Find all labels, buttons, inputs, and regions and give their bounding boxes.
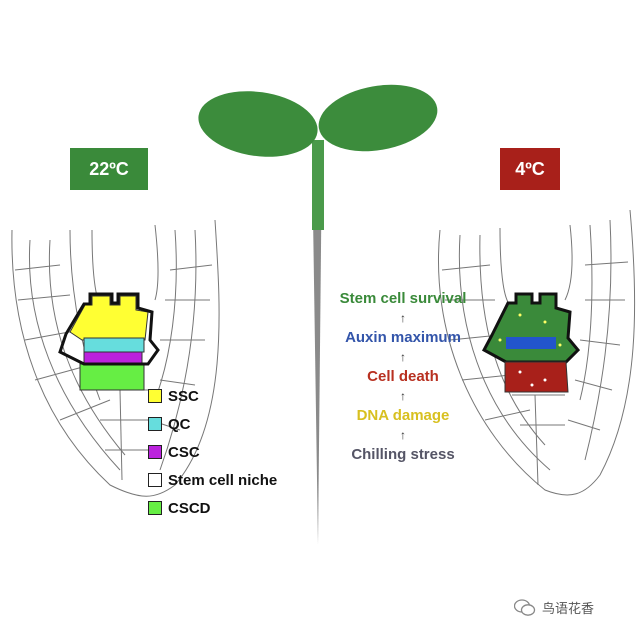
up-arrow-icon: ↑ xyxy=(400,350,406,364)
niche-dot xyxy=(518,313,522,317)
cascade-step-cell-death: Cell death xyxy=(367,368,439,385)
legend-item-stem-cell-niche: Stem cell niche xyxy=(148,468,277,492)
legend-label: QC xyxy=(168,415,191,433)
up-arrow-icon: ↑ xyxy=(400,311,406,325)
cascade-step-stem-cell-survival: Stem cell survival xyxy=(339,290,467,307)
niche-green-region xyxy=(481,292,581,364)
qc-region xyxy=(83,337,145,353)
legend-label: CSC xyxy=(168,443,200,461)
legend-swatch xyxy=(148,445,162,459)
legend-swatch xyxy=(148,501,162,515)
seedling xyxy=(198,84,438,545)
cascade-step-auxin-maximum: Auxin maximum xyxy=(345,329,461,346)
temperature-badge-4c: 4ºC xyxy=(500,148,560,190)
temperature-badge-22c: 22ºC xyxy=(70,148,148,190)
cotyledon-right xyxy=(318,84,438,152)
legend-swatch xyxy=(148,417,162,431)
niche-outline xyxy=(58,292,160,366)
up-arrow-icon: ↑ xyxy=(400,428,406,442)
ssc-region xyxy=(69,295,149,341)
legend-label: Stem cell niche xyxy=(168,471,278,489)
legend-item-ssc: SSC xyxy=(148,384,277,408)
dead-cell-dot xyxy=(530,383,534,387)
root-tip-4c xyxy=(437,209,636,496)
seedling-stem xyxy=(312,150,322,545)
up-arrow-icon: ↑ xyxy=(400,389,406,403)
niche-dot xyxy=(543,320,547,324)
stem-cell-niche-4c xyxy=(481,292,581,393)
stem-cell-niche-22c xyxy=(58,292,160,391)
auxin-maximum-mark xyxy=(506,337,556,349)
response-cascade: Stem cell survival ↑ Auxin maximum ↑ Cel… xyxy=(318,288,488,466)
legend-item-qc: QC xyxy=(148,412,277,436)
wechat-icon xyxy=(514,598,536,616)
legend-swatch xyxy=(148,473,162,487)
legend-item-csc: CSC xyxy=(148,440,277,464)
seedling-hypocotyl xyxy=(312,140,324,230)
cascade-step-chilling-stress: Chilling stress xyxy=(351,446,455,463)
legend-label: CSCD xyxy=(168,499,211,517)
niche-dot xyxy=(498,338,502,342)
cotyledon-left xyxy=(198,91,318,157)
watermark-text: 鸟语花香 xyxy=(542,601,595,616)
dead-cell-dot xyxy=(543,378,547,382)
root-outline-right xyxy=(437,209,636,496)
csc-region xyxy=(83,351,143,365)
dead-cells-region xyxy=(504,361,569,393)
root-outline xyxy=(11,219,220,497)
dead-cell-dot xyxy=(518,370,522,374)
legend: SSC QC CSC Stem cell niche CSCD xyxy=(148,384,277,524)
legend-swatch xyxy=(148,389,162,403)
niche-dot xyxy=(558,343,562,347)
legend-label: SSC xyxy=(168,387,199,405)
cscd-region xyxy=(79,363,145,391)
watermark: 鸟语花香 xyxy=(514,598,594,617)
legend-item-cscd: CSCD xyxy=(148,496,277,520)
cascade-step-dna-damage: DNA damage xyxy=(356,407,450,424)
